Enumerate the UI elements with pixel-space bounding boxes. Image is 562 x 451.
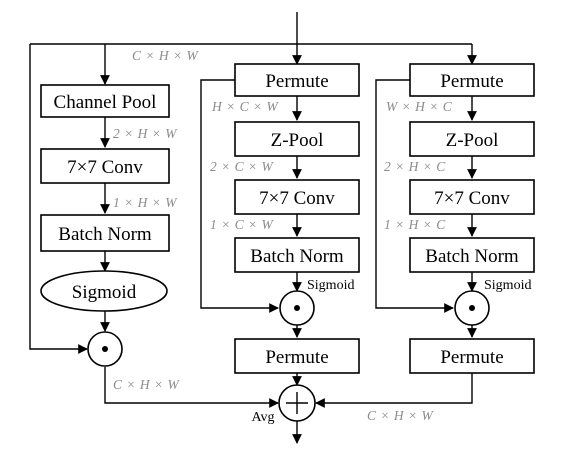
mid-conv-label: 7×7 Conv	[259, 188, 335, 209]
right-branch: Permute Z-Pool 7×7 Conv Batch Norm Sigmo…	[409, 63, 535, 374]
right-multiply-dot-icon	[469, 305, 475, 311]
left-batch-norm-label: Batch Norm	[58, 224, 152, 245]
mid-batch-norm-box	[234, 237, 360, 273]
mid-multiply-dot-icon	[294, 305, 300, 311]
mid-zpool-box	[234, 121, 360, 157]
left-skip-arrow	[29, 44, 88, 354]
avg-label: Avg	[251, 410, 274, 425]
right-sigmoid-label: Sigmoid	[484, 278, 531, 293]
channel-pool-label: Channel Pool	[54, 92, 157, 113]
dim-left-branch-out: C × H × W	[113, 377, 180, 392]
dim-input: C × H × W	[132, 48, 199, 63]
mid-skip-arrow	[200, 79, 279, 313]
mid-conv-box	[234, 179, 360, 215]
mid-permute-bottom-box	[234, 338, 360, 374]
right-skip-arrow	[375, 79, 454, 313]
dimension-labels: C × H × W 2 × H × W 1 × H × W H × C × W …	[113, 48, 453, 423]
dim-mid-pool-out: 2 × C × W	[210, 159, 274, 174]
plus-icon	[286, 392, 308, 414]
dim-left-pool-out: 2 × H × W	[113, 126, 178, 141]
dim-right-conv-out: 1 × H × C	[384, 217, 446, 232]
right-batch-norm-box	[409, 237, 535, 273]
dim-mid-conv-out: 1 × C × W	[210, 217, 274, 232]
right-permute-top-label: Permute	[440, 71, 503, 92]
left-multiply-dot-icon	[102, 346, 108, 352]
middle-branch: Permute Z-Pool 7×7 Conv Batch Norm Sigmo…	[234, 63, 360, 374]
dim-right-permute-out: W × H × C	[386, 99, 453, 114]
right-permute-top-box	[409, 63, 535, 97]
left-sigmoid-label: Sigmoid	[72, 282, 137, 303]
mid-permute-bottom-label: Permute	[265, 347, 328, 368]
right-conv-box	[409, 179, 535, 215]
left-batch-norm-box	[40, 214, 170, 252]
dim-left-conv-out: 1 × H × W	[113, 195, 178, 210]
left-sigmoid-ellipse	[40, 270, 168, 312]
right-zpool-box	[409, 121, 535, 157]
right-permute-bottom-label: Permute	[440, 347, 503, 368]
right-zpool-label: Z-Pool	[446, 130, 499, 151]
mid-batch-norm-label: Batch Norm	[250, 246, 344, 267]
right-conv-label: 7×7 Conv	[434, 188, 510, 209]
left-conv-label: 7×7 Conv	[67, 157, 143, 178]
dim-mid-permute-out: H × C × W	[211, 99, 279, 114]
aggregation: Avg	[251, 384, 316, 425]
mid-zpool-label: Z-Pool	[271, 130, 324, 151]
right-permute-bottom-box	[409, 338, 535, 374]
channel-pool-box	[40, 84, 170, 118]
dim-right-pool-out: 2 × H × C	[384, 159, 446, 174]
left-conv-box	[40, 148, 170, 184]
right-output-arrow	[315, 373, 473, 408]
mid-permute-top-box	[234, 63, 360, 97]
right-batch-norm-label: Batch Norm	[425, 246, 519, 267]
dim-right-branch-out: C × H × W	[367, 408, 434, 423]
left-output-arrow	[104, 367, 279, 408]
left-branch: Channel Pool 7×7 Conv Batch Norm Sigmoid	[40, 84, 170, 367]
connections	[29, 12, 477, 444]
mid-permute-top-label: Permute	[265, 71, 328, 92]
mid-sigmoid-label: Sigmoid	[307, 278, 354, 293]
